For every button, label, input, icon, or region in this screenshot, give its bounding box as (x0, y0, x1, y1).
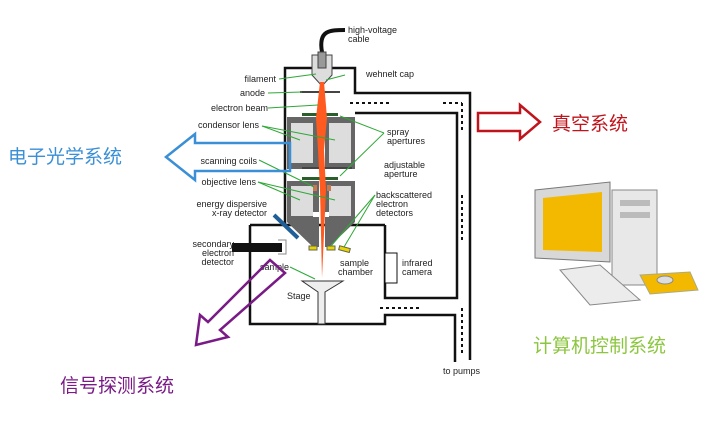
label-cable-2: cable (348, 34, 370, 44)
signal-arrow (194, 258, 287, 347)
label-se-3: detector (201, 257, 234, 267)
label-cable-1: high-voltage (348, 25, 397, 35)
label-se-1: secondary (192, 239, 234, 249)
label-chamber-2: chamber (338, 267, 373, 277)
vacuum-housing (248, 66, 472, 362)
electron-gun (311, 54, 333, 87)
label-spray-1: spray (387, 127, 410, 137)
label-scanning: scanning coils (200, 156, 257, 166)
electron-beam (316, 82, 327, 278)
label-ir-2: camera (402, 267, 432, 277)
signal-system-label: 信号探测系统 (60, 375, 174, 397)
pump-flow-arrows (350, 102, 463, 354)
label-bse-3: detectors (376, 208, 414, 218)
label-filament: filament (244, 74, 276, 84)
label-condensor: condensor lens (198, 120, 260, 130)
computer-icon (534, 181, 699, 306)
filament (317, 51, 327, 69)
label-eds-2: x-ray detector (212, 208, 267, 218)
stage (300, 280, 345, 325)
label-objective: objective lens (201, 177, 256, 187)
label-se-2: electron (202, 248, 234, 258)
eds-detector (272, 213, 300, 240)
vacuum-system-label: 真空系统 (552, 113, 628, 135)
label-pumps: to pumps (443, 366, 481, 376)
infrared-camera (384, 252, 398, 284)
secondary-electron-detector (232, 243, 282, 252)
label-wehnelt: wehnelt cap (365, 69, 414, 79)
computer-system-label: 计算机控制系统 (533, 335, 666, 357)
label-stage: Stage (287, 291, 311, 301)
objective-lens (287, 177, 355, 247)
label-anode: anode (240, 88, 265, 98)
label-spray-2: apertures (387, 136, 426, 146)
label-ir-1: infrared (402, 258, 433, 268)
detector-cap (278, 239, 287, 255)
label-bse-1: backscattered (376, 190, 432, 200)
label-sample: sample (260, 262, 289, 272)
label-beam: electron beam (211, 103, 268, 113)
label-adjustable-2: aperture (384, 169, 418, 179)
optics-arrow (163, 131, 292, 183)
label-chamber-1: sample (340, 258, 369, 268)
label-adjustable-1: adjustable (384, 160, 425, 170)
optics-system-label: 电子光学系统 (8, 146, 122, 168)
backscattered-detectors (308, 245, 351, 254)
vacuum-arrow (476, 102, 542, 142)
label-bse-2: electron (376, 199, 408, 209)
leader-lines (257, 73, 385, 280)
label-eds-1: energy dispersive (196, 199, 267, 209)
high-voltage-cable (319, 28, 346, 53)
